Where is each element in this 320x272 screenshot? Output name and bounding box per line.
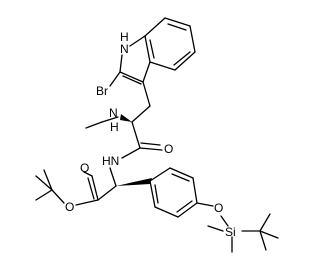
amine-n-label: N xyxy=(109,106,118,120)
stereo-wedge-alpha xyxy=(120,114,132,122)
beta-amino-chain xyxy=(35,167,117,206)
amide-nh-label: HN xyxy=(102,154,119,168)
ether-o-label: O xyxy=(214,201,223,215)
bromine-label: Br xyxy=(96,84,108,98)
silicon-label: Si xyxy=(225,225,236,239)
indole-h-label: H xyxy=(120,30,129,44)
phenyl-ring xyxy=(149,167,214,218)
stereo-wedge-benzylic xyxy=(116,178,152,186)
chemical-structure-diagram: H N Br N H HN O O O O Si xyxy=(35,17,279,253)
tbs-group xyxy=(207,213,279,253)
indole-ring xyxy=(109,17,196,87)
amine-h-label: H xyxy=(110,120,119,134)
ester-o-label: O xyxy=(65,200,74,214)
ester-carbonyl-o-label: O xyxy=(80,161,89,175)
side-chain xyxy=(85,81,163,159)
amide-o-label: O xyxy=(164,142,173,156)
indole-n-label: N xyxy=(120,42,129,56)
